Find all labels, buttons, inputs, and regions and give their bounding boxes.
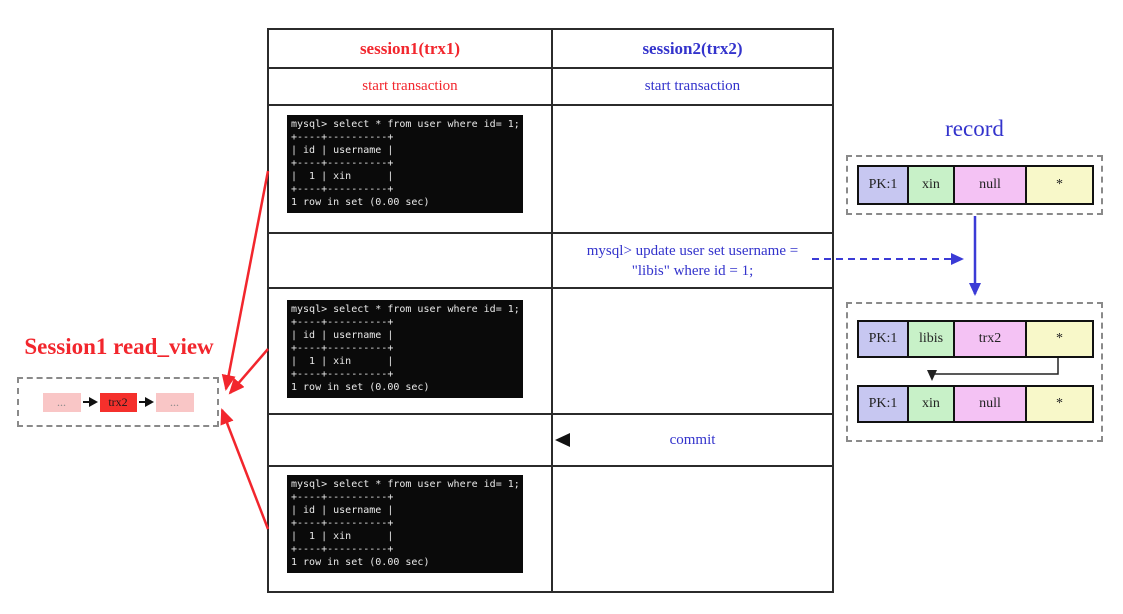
mysql-terminal-output-2: mysql> select * from user where id= 1; +… (287, 300, 523, 398)
left-arrowhead-icon (555, 433, 570, 447)
record-trxid-cell: null (955, 387, 1027, 421)
session2-cell (553, 106, 832, 232)
update-statement-line2: "libis" where id = 1; (631, 262, 754, 279)
session1-cell (269, 234, 553, 287)
session2-cell (553, 289, 832, 413)
session1-header: session1(trx1) (269, 30, 553, 67)
session1-cell (269, 415, 553, 465)
record-box-versions: PK:1 libis trx2 * PK:1 xin null * (846, 302, 1103, 442)
record-row-new-version: PK:1 libis trx2 * (857, 320, 1094, 358)
readview-arrow-from-select1 (221, 170, 270, 391)
session2-commit-cell: commit (553, 415, 832, 465)
right-arrow-icon (82, 397, 98, 407)
record-row-undo-version: PK:1 xin null * (857, 385, 1094, 423)
record-rollptr-cell: * (1027, 167, 1092, 203)
third-select-row (269, 467, 832, 591)
readview-cell-next: ... (155, 392, 194, 412)
session2-update-statement: mysql> update user set username = "libis… (553, 234, 832, 287)
first-select-row (269, 106, 832, 234)
readview-arrow-from-select2 (228, 348, 269, 395)
session1-cell (269, 467, 553, 591)
record-trxid-cell: trx2 (955, 322, 1027, 356)
record-rollptr-cell: * (1027, 322, 1092, 356)
record-rollptr-cell: * (1027, 387, 1092, 421)
session1-cell (269, 106, 553, 232)
record-pk-cell: PK:1 (859, 387, 909, 421)
commit-row: commit (269, 415, 832, 467)
record-pk-cell: PK:1 (859, 322, 909, 356)
second-select-row (269, 289, 832, 415)
session2-cell (553, 467, 832, 591)
session2-start-transaction: start transaction (644, 78, 741, 94)
readview-cell-trx2: trx2 (99, 392, 137, 412)
record-trxid-cell: null (955, 167, 1027, 203)
session1-start-transaction: start transaction (269, 69, 553, 104)
mysql-terminal-output-3: mysql> select * from user where id= 1; +… (287, 475, 523, 573)
record-box-original: PK:1 xin null * (846, 155, 1103, 215)
record-pk-cell: PK:1 (859, 167, 909, 203)
record-username-cell: xin (909, 387, 955, 421)
readview-box: ... trx2 ... (17, 377, 219, 427)
record-title: record (945, 116, 1004, 141)
commit-label: commit (669, 431, 716, 448)
update-statement-line1: mysql> update user set username = (586, 242, 799, 259)
record-username-cell: xin (909, 167, 955, 203)
right-arrow-icon (138, 397, 154, 407)
table-header-row: session1(trx1) session2(trx2) (269, 30, 832, 69)
start-transaction-row: start transaction start transaction (269, 69, 832, 106)
record-username-cell: libis (909, 322, 955, 356)
mysql-terminal-output-1: mysql> select * from user where id= 1; +… (287, 115, 523, 213)
readview-cell-prev: ... (42, 392, 81, 412)
session1-cell (269, 289, 553, 413)
record-row: PK:1 xin null * (857, 165, 1094, 205)
session2-header: session2(trx2) (642, 38, 743, 58)
readview-arrow-from-select3 (220, 408, 270, 530)
session1-readview-title: Session1 read_view (24, 334, 214, 359)
update-row: mysql> update user set username = "libis… (269, 234, 832, 289)
